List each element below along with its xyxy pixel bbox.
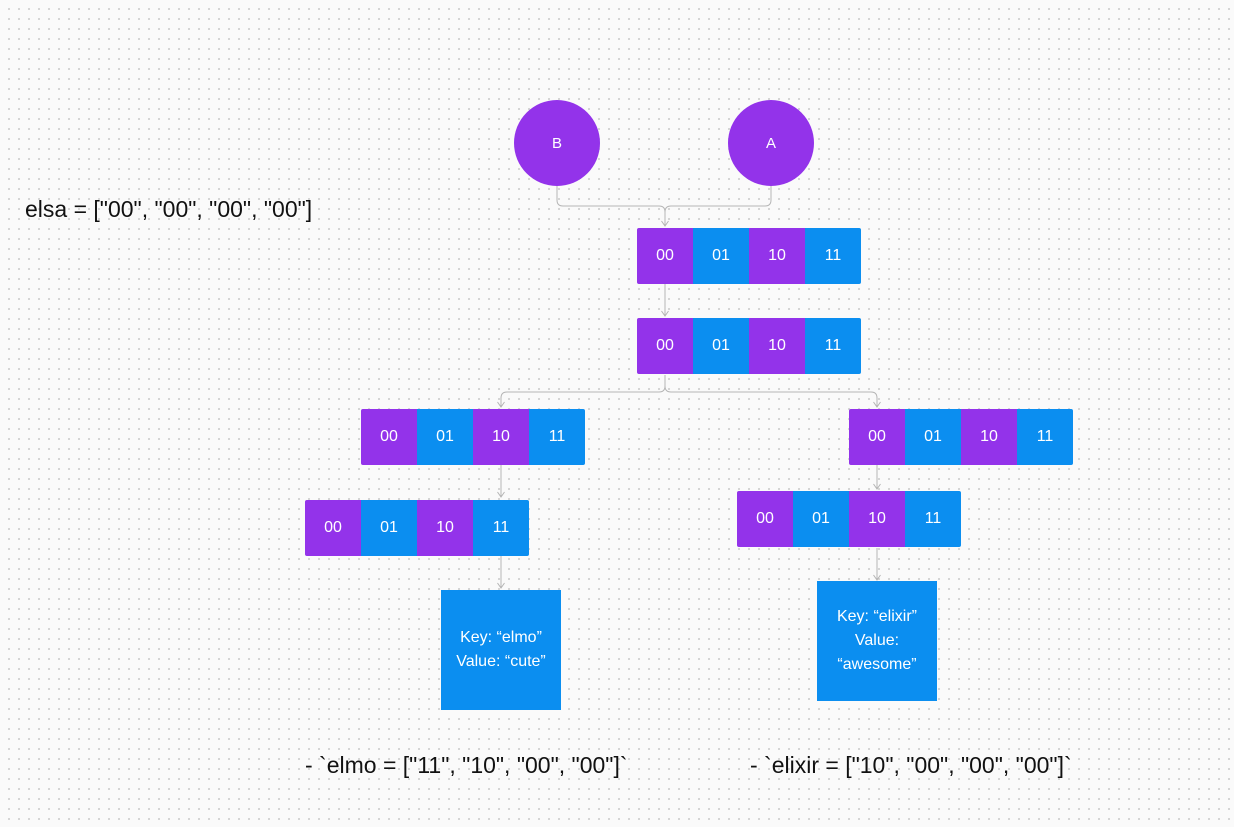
leaf-elixir[interactable]: Key: “elixir” Value: “awesome” bbox=[817, 581, 937, 701]
cell-10[interactable]: 10 bbox=[749, 228, 805, 284]
cell-01[interactable]: 01 bbox=[793, 491, 849, 547]
cell-11[interactable]: 11 bbox=[805, 318, 861, 374]
leaf-elixir-value-label: Value: bbox=[854, 632, 900, 649]
bit-array-level2: 00 01 10 11 bbox=[637, 318, 861, 374]
cell-11[interactable]: 11 bbox=[473, 500, 529, 556]
leaf-elmo-value: Value: “cute” bbox=[456, 653, 546, 670]
bit-array-level3-right: 00 01 10 11 bbox=[849, 409, 1073, 465]
elsa-label: elsa = ["00", "00", "00", "00"] bbox=[25, 196, 313, 222]
cell-00[interactable]: 00 bbox=[849, 409, 905, 465]
connector-level2-to-right bbox=[664, 385, 881, 408]
connector-level2-to-left bbox=[497, 375, 666, 408]
cell-10[interactable]: 10 bbox=[849, 491, 905, 547]
cell-00[interactable]: 00 bbox=[737, 491, 793, 547]
cell-10[interactable]: 10 bbox=[749, 318, 805, 374]
leaf-elixir-value: “awesome” bbox=[837, 656, 917, 673]
leaf-elmo-key: Key: “elmo” bbox=[460, 629, 542, 646]
bit-array-level3-left: 00 01 10 11 bbox=[361, 409, 585, 465]
node-b[interactable]: B bbox=[514, 100, 600, 186]
bit-array-root: 00 01 10 11 bbox=[637, 228, 861, 284]
cell-11[interactable]: 11 bbox=[905, 491, 961, 547]
connector-a-to-root bbox=[664, 186, 772, 213]
cell-11[interactable]: 11 bbox=[805, 228, 861, 284]
cell-00[interactable]: 00 bbox=[637, 318, 693, 374]
cell-01[interactable]: 01 bbox=[417, 409, 473, 465]
bit-array-level4-right: 00 01 10 11 bbox=[737, 491, 961, 547]
cell-01[interactable]: 01 bbox=[693, 228, 749, 284]
bit-array-level4-left: 00 01 10 11 bbox=[305, 500, 529, 556]
cell-11[interactable]: 11 bbox=[529, 409, 585, 465]
node-a[interactable]: A bbox=[728, 100, 814, 186]
cell-00[interactable]: 00 bbox=[305, 500, 361, 556]
cell-01[interactable]: 01 bbox=[905, 409, 961, 465]
cell-01[interactable]: 01 bbox=[693, 318, 749, 374]
node-b-label: B bbox=[551, 134, 562, 152]
cell-01[interactable]: 01 bbox=[361, 500, 417, 556]
connector-b-to-root bbox=[556, 186, 669, 227]
elixir-label: - `elixir = ["10", "00", "00", "00"]` bbox=[750, 752, 1072, 778]
cell-11[interactable]: 11 bbox=[1017, 409, 1073, 465]
cell-10[interactable]: 10 bbox=[417, 500, 473, 556]
leaf-elmo[interactable]: Key: “elmo” Value: “cute” bbox=[441, 590, 561, 710]
node-a-label: A bbox=[765, 134, 776, 152]
cell-00[interactable]: 00 bbox=[361, 409, 417, 465]
elmo-label: - `elmo = ["11", "10", "00", "00"]` bbox=[305, 752, 628, 778]
cell-00[interactable]: 00 bbox=[637, 228, 693, 284]
cell-10[interactable]: 10 bbox=[473, 409, 529, 465]
leaf-elixir-key: Key: “elixir” bbox=[836, 608, 917, 625]
cell-10[interactable]: 10 bbox=[961, 409, 1017, 465]
